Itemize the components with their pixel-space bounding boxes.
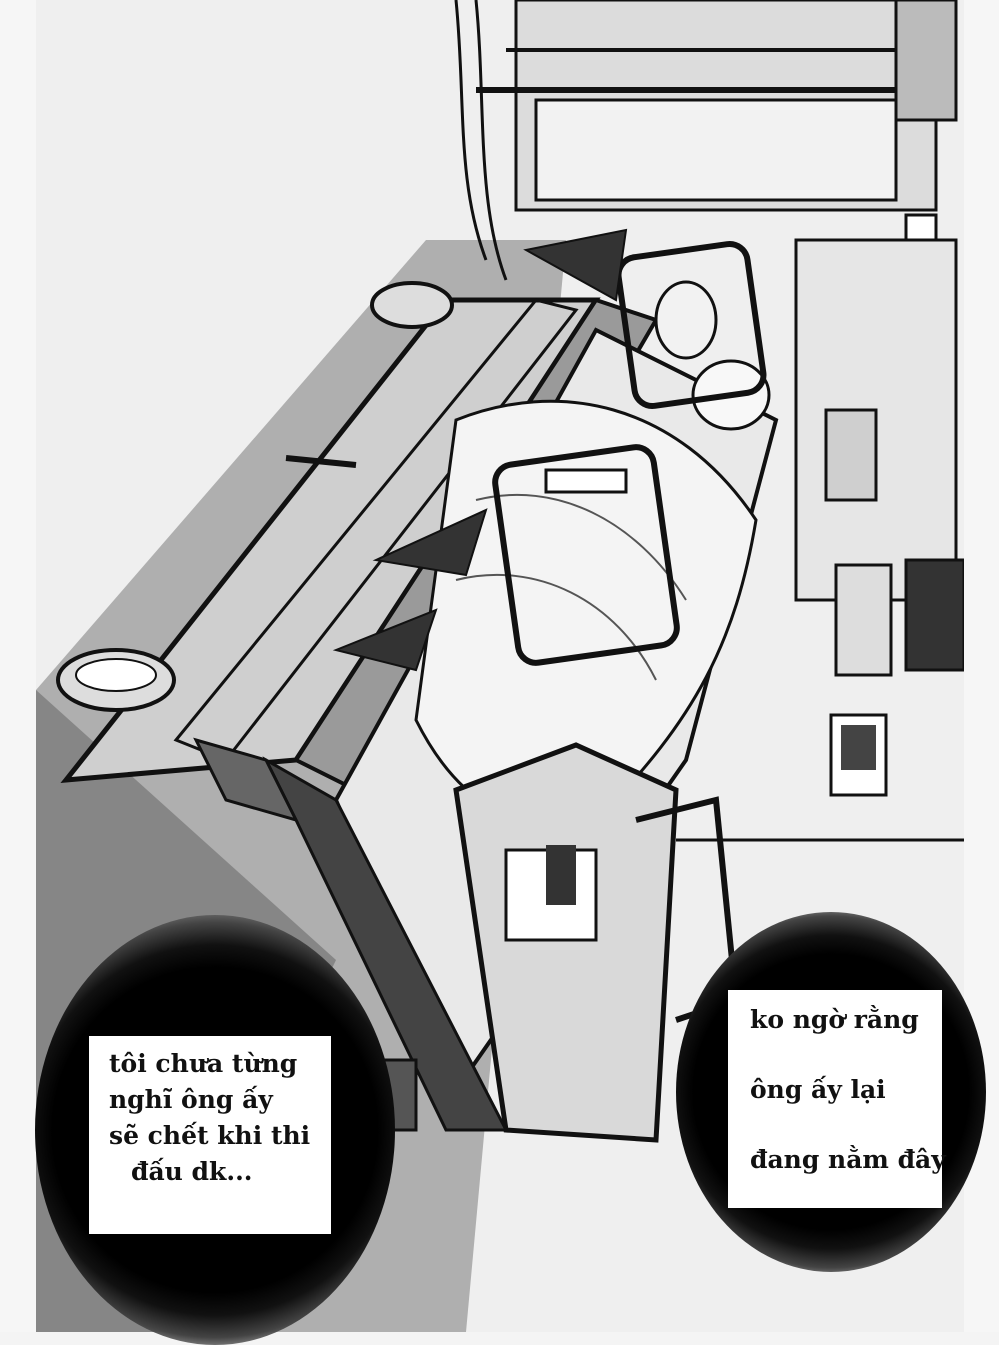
left-caption-line-2: nghĩ ông ấy: [109, 1085, 273, 1114]
left-caption-line-4: đấu dk...: [131, 1157, 253, 1186]
right-caption-line-2: ông ấy lại: [750, 1075, 886, 1104]
right-caption-line-3: đang nằm đây: [750, 1145, 946, 1174]
left-caption-line-1: tôi chưa từng: [109, 1049, 298, 1078]
right-caption-line-1: ko ngờ rằng: [750, 1005, 919, 1034]
left-narration-caption: tôi chưa từng nghĩ ông ấy sẽ chết khi th…: [89, 1036, 331, 1234]
right-narration-caption: ko ngờ rằng ông ấy lại đang nằm đây: [728, 990, 946, 1208]
left-caption-line-3: sẽ chết khi thi: [109, 1121, 311, 1150]
